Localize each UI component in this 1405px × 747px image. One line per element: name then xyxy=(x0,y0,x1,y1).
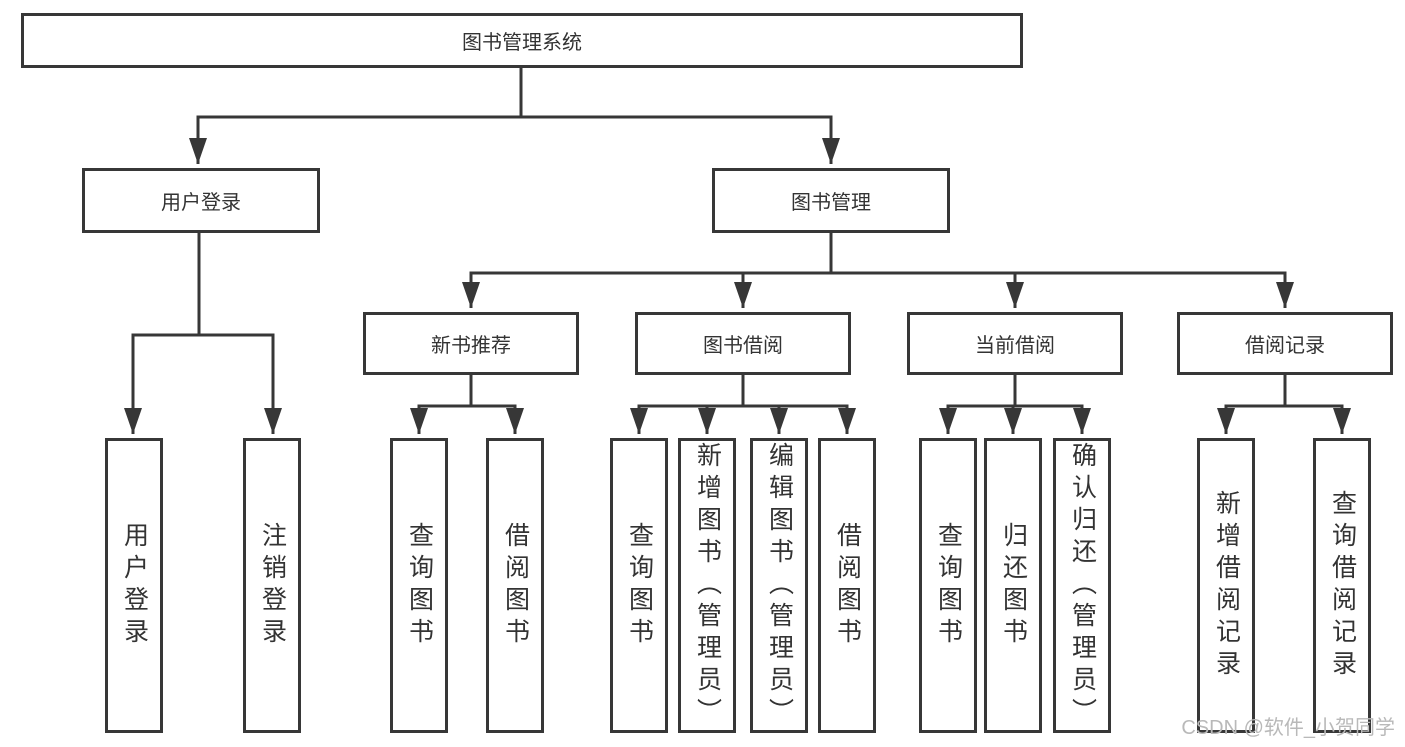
leaf-label: 新增借阅记录 xyxy=(1212,489,1241,682)
leaf-query-books-recommend: 查询图书 xyxy=(390,438,448,733)
leaf-logout: 注销登录 xyxy=(243,438,301,733)
leaf-label: 确认归还（管理员） xyxy=(1068,441,1097,730)
node-label: 图书借阅 xyxy=(703,335,783,357)
leaf-label: 编辑图书（管理员） xyxy=(765,441,794,730)
node-label: 图书管理 xyxy=(791,192,871,214)
leaf-user-login: 用户登录 xyxy=(105,438,163,733)
node-label: 用户登录 xyxy=(161,192,241,214)
leaf-label: 注销登录 xyxy=(258,521,287,650)
leaf-edit-books-admin: 编辑图书（管理员） xyxy=(750,438,808,733)
csdn-watermark: CSDN @软件_小贺同学 xyxy=(1181,717,1395,739)
leaf-label: 查询借阅记录 xyxy=(1328,489,1357,682)
leaf-borrow-books-recommend: 借阅图书 xyxy=(486,438,544,733)
leaf-borrow-books: 借阅图书 xyxy=(818,438,876,733)
node-user-login: 用户登录 xyxy=(82,168,320,233)
node-borrowing-records: 借阅记录 xyxy=(1177,312,1393,375)
node-current-borrowing: 当前借阅 xyxy=(907,312,1123,375)
leaf-add-books-admin: 新增图书（管理员） xyxy=(678,438,736,733)
node-label: 借阅记录 xyxy=(1245,335,1325,357)
leaf-label: 查询图书 xyxy=(934,521,963,650)
node-new-book-recommendation: 新书推荐 xyxy=(363,312,579,375)
node-book-management: 图书管理 xyxy=(712,168,950,233)
node-book-borrowing: 图书借阅 xyxy=(635,312,851,375)
leaf-label: 新增图书（管理员） xyxy=(693,441,722,730)
node-label: 图书管理系统 xyxy=(462,32,582,54)
leaf-add-borrow-record: 新增借阅记录 xyxy=(1197,438,1255,733)
leaf-return-books: 归还图书 xyxy=(984,438,1042,733)
leaf-query-books-borrow: 查询图书 xyxy=(610,438,668,733)
node-label: 当前借阅 xyxy=(975,335,1055,357)
leaf-label: 归还图书 xyxy=(999,521,1028,650)
leaf-label: 借阅图书 xyxy=(501,521,530,650)
leaf-label: 借阅图书 xyxy=(833,521,862,650)
leaf-confirm-return-admin: 确认归还（管理员） xyxy=(1053,438,1111,733)
node-library-management-system: 图书管理系统 xyxy=(21,13,1023,68)
leaf-label: 查询图书 xyxy=(625,521,654,650)
node-label: 新书推荐 xyxy=(431,335,511,357)
leaf-query-books-current: 查询图书 xyxy=(919,438,977,733)
leaf-query-borrow-record: 查询借阅记录 xyxy=(1313,438,1371,733)
leaf-label: 用户登录 xyxy=(120,521,149,650)
leaf-label: 查询图书 xyxy=(405,521,434,650)
